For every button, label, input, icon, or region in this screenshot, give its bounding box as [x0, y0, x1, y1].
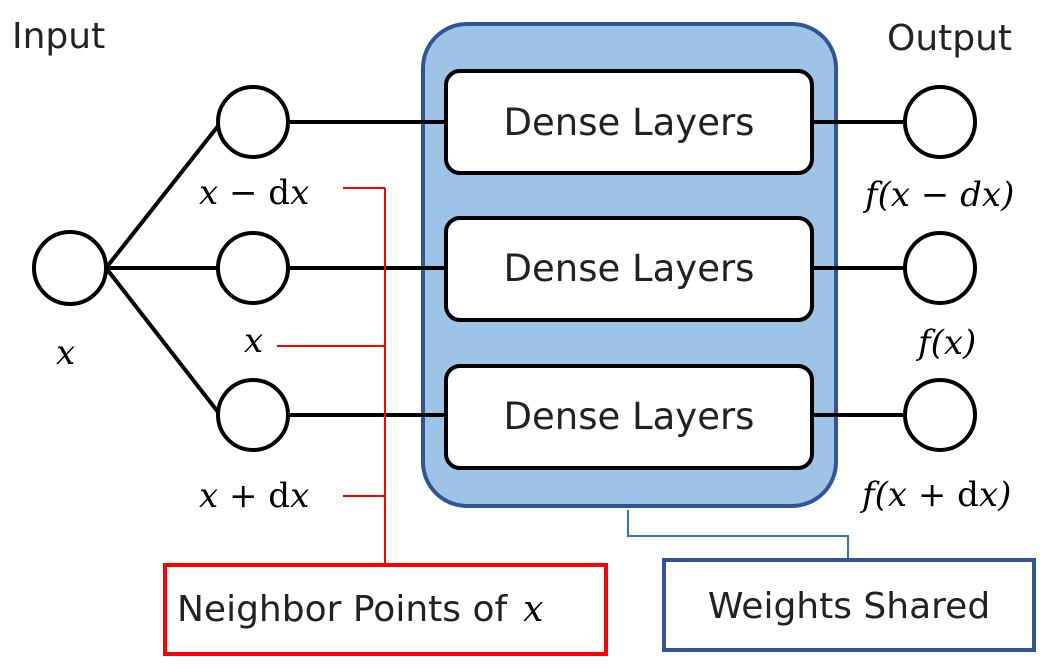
- dense-input-edges: [288, 120, 446, 417]
- dense-layer-label-bot: Dense Layers: [504, 395, 755, 438]
- neighbor-label-mid: x: [244, 321, 263, 361]
- output-node-mid: [903, 231, 977, 305]
- output-label-mid: f(x): [915, 323, 976, 363]
- dense-layer-box-top: [444, 69, 814, 175]
- neighbor-node-top: [216, 85, 290, 159]
- input-heading: Input: [12, 16, 105, 57]
- output-node-top: [903, 85, 977, 159]
- output-heading: Output: [887, 18, 1012, 59]
- output-label-top: f(x − dx): [862, 175, 1014, 215]
- neighbor-label-bot: x + dx: [199, 476, 309, 516]
- neighbor-bracket: [277, 187, 386, 565]
- neighbor-points-box: [163, 563, 608, 656]
- dense-layer-box-mid: [444, 216, 814, 322]
- edge-input-top: [104, 124, 220, 270]
- input-var-label: x: [56, 333, 75, 373]
- weights-connector: [627, 510, 849, 560]
- input-node: [32, 230, 108, 306]
- edge-input-bot: [104, 266, 220, 414]
- weights-shared-box: [662, 558, 1036, 652]
- dense-output-edges: [812, 120, 905, 417]
- neighbor-label-top: x − dx: [199, 173, 309, 213]
- output-node-bot: [903, 378, 977, 452]
- output-label-bot: f(x + dx): [859, 475, 1011, 515]
- neighbor-node-mid: [216, 231, 290, 305]
- dense-layer-box-bot: [444, 364, 814, 470]
- input-edges: [104, 124, 220, 414]
- dense-layer-label-mid: Dense Layers: [504, 247, 755, 290]
- dense-layer-label-top: Dense Layers: [504, 101, 755, 144]
- neighbor-node-bot: [216, 378, 290, 452]
- weights-shared-label: Weights Shared: [708, 586, 990, 627]
